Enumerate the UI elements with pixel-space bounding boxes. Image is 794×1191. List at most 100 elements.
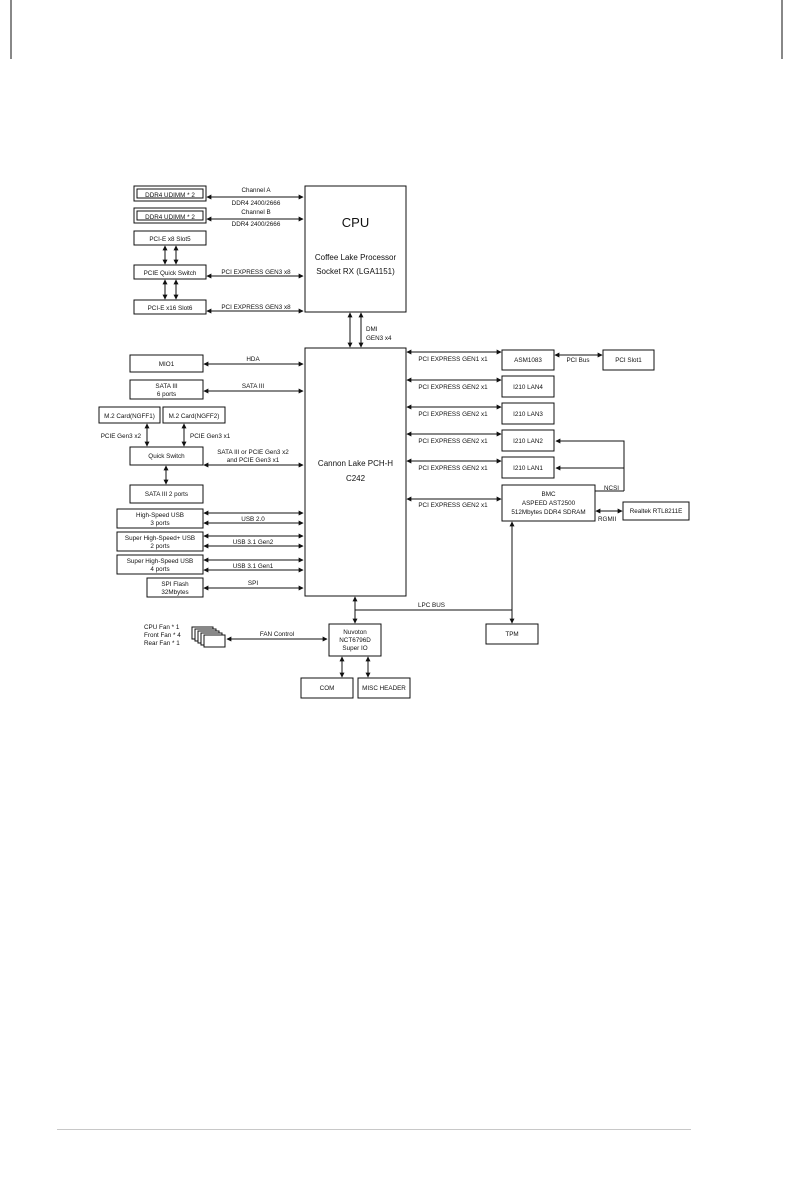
dimm-a-box-inner bbox=[136, 188, 204, 199]
usb-ss-link-label: USB 3.1 Gen1 bbox=[233, 563, 274, 570]
cpu-slot6-link-label: PCI EXPRESS GEN3 x8 bbox=[221, 304, 291, 311]
sata-main-line1: SATA III bbox=[155, 383, 177, 390]
pcie-quick-switch-box bbox=[133, 264, 207, 280]
usb-ss-box bbox=[116, 554, 204, 575]
m2-card1-label: M.2 Card(NGFF1) bbox=[104, 413, 155, 420]
tpm-box bbox=[485, 623, 539, 645]
realtek-label: Realtek RTL8211E bbox=[630, 508, 683, 515]
sata-main-box bbox=[129, 379, 204, 400]
lan4-box bbox=[501, 375, 555, 398]
fan-header-stack-5 bbox=[203, 634, 226, 648]
cpu-box bbox=[304, 185, 407, 313]
lan3-link-label: PCI EXPRESS GEN2 x1 bbox=[418, 411, 488, 418]
cpu-title: CPU bbox=[342, 215, 369, 230]
usb-ss-line2: 4 ports bbox=[150, 566, 169, 573]
fan-front-label: Front Fan * 4 bbox=[144, 632, 181, 639]
sata-2-box bbox=[129, 484, 204, 504]
superio-box bbox=[328, 623, 382, 657]
dmi-label: DMI bbox=[366, 326, 378, 333]
quick-switch-link-label1: SATA III or PCIE Gen3 x2 bbox=[217, 449, 289, 456]
usb-hs-box bbox=[116, 508, 204, 529]
m2-link2-label: PCIE Gen3 x1 bbox=[190, 433, 231, 440]
superio-line2: NCT6796D bbox=[339, 637, 371, 644]
lan4-label: I210 LAN4 bbox=[513, 384, 543, 391]
mio-label: MIO1 bbox=[159, 361, 175, 368]
lan2-link-label: PCI EXPRESS GEN2 x1 bbox=[418, 438, 488, 445]
usb-ssp-line2: 2 ports bbox=[150, 543, 169, 550]
asm-label: ASM1083 bbox=[514, 357, 542, 364]
bmc-line2: ASPEED AST2500 bbox=[522, 500, 576, 507]
fan-rear-label: Rear Fan * 1 bbox=[144, 640, 180, 647]
com-box bbox=[300, 677, 354, 699]
channel-a-speed: DDR4 2400/2666 bbox=[232, 200, 281, 207]
misc-header-label: MISC HEADER bbox=[362, 685, 406, 692]
footer-rule bbox=[57, 1129, 691, 1130]
lan3-label: I210 LAN3 bbox=[513, 411, 543, 418]
lan2-label: I210 LAN2 bbox=[513, 438, 543, 445]
bmc-line3: 512Mbytes DDR4 SDRAM bbox=[511, 509, 585, 516]
usb-ssp-line1: Super High-Speed+ USB bbox=[125, 535, 195, 542]
superio-line3: Super IO bbox=[342, 645, 367, 652]
pci-bus-label: PCI Bus bbox=[566, 357, 589, 364]
hda-label: HDA bbox=[246, 356, 260, 363]
realtek-box bbox=[622, 501, 690, 521]
fan-cpu-label: CPU Fan * 1 bbox=[144, 624, 180, 631]
usb-ssp-box bbox=[116, 531, 204, 552]
channel-b-name: Channel B bbox=[241, 209, 270, 216]
dimm-b-box-outer bbox=[133, 207, 207, 224]
lan1-link-label: PCI EXPRESS GEN2 x1 bbox=[418, 465, 488, 472]
pcie-x8-slot5-box bbox=[133, 230, 207, 246]
mio-box bbox=[129, 354, 204, 373]
spi-line2: 32Mbytes bbox=[161, 589, 188, 596]
sata-main-link-label: SATA III bbox=[242, 383, 264, 390]
cpu-line2: Socket RX (LGA1151) bbox=[316, 267, 395, 276]
cpu-line1: Coffee Lake Processor bbox=[315, 253, 397, 262]
pch-line2: C242 bbox=[346, 474, 366, 483]
pcie-x16-slot6-label: PCI-E x16 Slot6 bbox=[148, 305, 193, 312]
spi-box bbox=[146, 577, 204, 598]
cpu-switch-link-label: PCI EXPRESS GEN3 x8 bbox=[221, 269, 291, 276]
quick-switch-box bbox=[129, 446, 204, 466]
sata-2-label: SATA III 2 ports bbox=[145, 491, 188, 498]
pci-slot-label: PCI Slot1 bbox=[615, 357, 642, 364]
asm-link-label: PCI EXPRESS GEN1 x1 bbox=[418, 356, 488, 363]
usb-hs-line1: High-Speed USB bbox=[136, 512, 184, 519]
bmc-link-label: PCI EXPRESS GEN2 x1 bbox=[418, 502, 488, 509]
channel-b-speed: DDR4 2400/2666 bbox=[232, 221, 281, 228]
rgmii-label: RGMII bbox=[598, 516, 616, 523]
pch-line1: Cannon Lake PCH-H bbox=[318, 459, 393, 468]
dimm-a-box-outer bbox=[133, 185, 207, 202]
spi-link-label: SPI bbox=[248, 580, 258, 587]
lan1-label: I210 LAN1 bbox=[513, 465, 543, 472]
dimm-a-label: DDR4 UDIMM * 2 bbox=[145, 192, 195, 199]
quick-switch-link-label2: and PCIE Gen3 x1 bbox=[227, 457, 280, 464]
ncsi-label: NCSI bbox=[604, 485, 619, 492]
pcie-x8-slot5-label: PCI-E x8 Slot5 bbox=[149, 236, 191, 243]
m2-card2-label: M.2 Card(NGFF2) bbox=[169, 413, 220, 420]
ncsi-bus-line bbox=[555, 438, 625, 491]
lan1-box bbox=[501, 456, 555, 479]
usb-hs-link-label: USB 2.0 bbox=[241, 516, 265, 523]
superio-line1: Nuvoton bbox=[343, 629, 367, 636]
m2-card1-box bbox=[98, 406, 161, 424]
pci-slot-box bbox=[602, 349, 655, 371]
channel-a-name: Channel A bbox=[241, 187, 271, 194]
usb-ss-line1: Super High-Speed USB bbox=[127, 558, 194, 565]
dmi-speed: GEN3 x4 bbox=[366, 335, 392, 342]
lpc-bus-label: LPC BUS bbox=[418, 602, 445, 609]
lan4-link-label: PCI EXPRESS GEN2 x1 bbox=[418, 384, 488, 391]
usb-hs-line2: 3 ports bbox=[150, 520, 169, 527]
pch-box bbox=[304, 347, 407, 597]
dimm-b-box-inner bbox=[136, 210, 204, 221]
bmc-line1: BMC bbox=[542, 491, 556, 498]
lan3-box bbox=[501, 402, 555, 425]
spi-line1: SPI Flash bbox=[161, 581, 189, 588]
com-label: COM bbox=[320, 685, 335, 692]
misc-header-box bbox=[357, 677, 411, 699]
quick-switch-label: Quick Switch bbox=[148, 453, 185, 460]
usb-ssp-link-label: USB 3.1 Gen2 bbox=[233, 539, 274, 546]
asm-box bbox=[501, 349, 555, 371]
m2-card2-box bbox=[162, 406, 226, 424]
lan2-box bbox=[501, 429, 555, 452]
